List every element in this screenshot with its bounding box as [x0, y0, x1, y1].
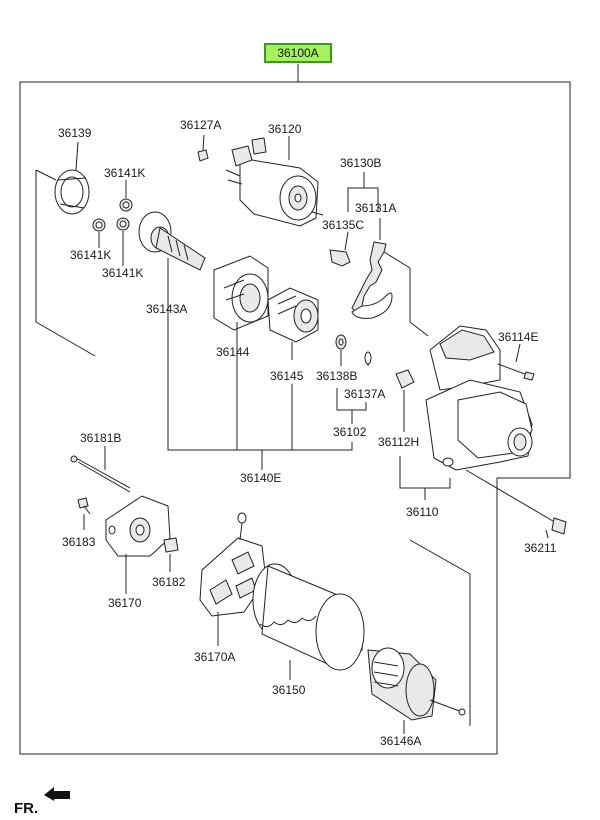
bearing-36141K-right — [116, 217, 130, 231]
leader-left-group — [35, 170, 96, 357]
label-36135C: 36135C — [322, 218, 364, 232]
label-36150: 36150 — [272, 683, 306, 697]
label-36144: 36144 — [216, 345, 250, 359]
label-36170: 36170 — [108, 596, 142, 610]
screw-36183-part — [77, 497, 91, 515]
front-direction-arrow-icon — [44, 787, 70, 801]
bolt-36181B-part — [70, 455, 131, 493]
ring-36137A-part — [364, 351, 372, 365]
yoke-36150-part — [252, 563, 365, 671]
solenoid-36120-part — [225, 137, 319, 227]
label-36139: 36139 — [58, 126, 92, 140]
bearing-36141K-left — [92, 218, 106, 232]
label-36140E: 36140E — [240, 471, 281, 485]
label-36130B: 36130B — [340, 156, 381, 170]
label-36114E: 36114E — [498, 330, 538, 344]
label-36146A: 36146A — [380, 734, 421, 748]
label-36127A: 36127A — [180, 118, 221, 132]
label-36141K-top: 36141K — [104, 166, 145, 180]
brush-holder-36170A-part — [199, 512, 267, 617]
pinion-36145-part — [267, 287, 319, 343]
label-36143A: 36143A — [146, 302, 187, 316]
label-36211: 36211 — [524, 541, 557, 555]
nut-36127A-part — [197, 149, 209, 162]
assembly-frame — [19, 64, 571, 755]
front-housing-36110-part — [425, 325, 533, 471]
label-36138B: 36138B — [316, 369, 357, 383]
bush-36182-part — [163, 537, 179, 553]
plunger-36135C-part — [329, 249, 351, 267]
washer-36138B-part — [335, 334, 347, 350]
shaft-36143A-part — [138, 211, 206, 271]
label-36110: 36110 — [406, 505, 439, 519]
label-36141K-left: 36141K — [70, 248, 111, 262]
label-36170A: 36170A — [194, 650, 235, 664]
bolt-36114E-part — [497, 363, 535, 381]
armature-36146A-part — [367, 647, 466, 721]
label-36102: 36102 — [333, 425, 367, 439]
label-36137A: 36137A — [344, 387, 385, 401]
leader-36139 — [75, 141, 79, 171]
label-36120: 36120 — [268, 122, 302, 136]
label-36181B: 36181B — [80, 431, 121, 445]
label-36145: 36145 — [270, 369, 304, 383]
lever-36131A-part — [351, 241, 393, 319]
bush-36112H-part — [395, 369, 415, 389]
end-cover-36170-part — [105, 495, 171, 557]
front-direction-label: FR. — [14, 800, 39, 817]
housing-36144-part — [213, 255, 269, 331]
assembly-part-number-badge[interactable]: 36100A — [264, 43, 332, 63]
label-36141K-right: 36141K — [102, 266, 143, 280]
label-36182: 36182 — [152, 575, 186, 589]
plate-36139-part — [54, 169, 90, 215]
bearing-36141K-top — [119, 198, 133, 212]
label-36131A: 36131A — [355, 201, 396, 215]
label-36112H: 36112H — [378, 435, 419, 449]
bolt-36211-part — [465, 469, 567, 539]
label-36183: 36183 — [62, 535, 96, 549]
